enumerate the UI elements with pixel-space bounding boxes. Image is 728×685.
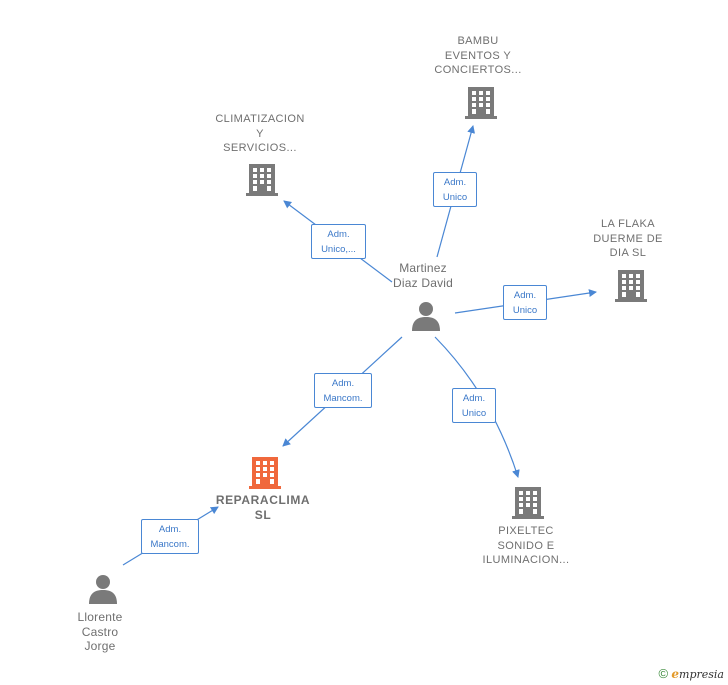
reparaclima-label[interactable]: REPARACLIMA SL bbox=[215, 493, 311, 522]
bambu-label[interactable]: BAMBU EVENTOS Y CONCIERTOS... bbox=[434, 35, 522, 76]
climatizacion-label[interactable]: CLIMATIZACION Y SERVICIOS... bbox=[215, 113, 305, 154]
climatizacion-building-icon[interactable] bbox=[246, 162, 278, 196]
pixeltec-building-icon[interactable] bbox=[512, 485, 544, 519]
edge-label-bambu: Adm. Unico bbox=[433, 172, 477, 207]
edge-label-pixeltec: Adm. Unico bbox=[452, 388, 496, 423]
brand-initial: e bbox=[671, 667, 680, 681]
empresia-watermark: © empresia bbox=[658, 666, 724, 681]
llorente-person-icon[interactable] bbox=[88, 574, 118, 604]
llorente-label[interactable]: Llorente Castro Jorge bbox=[77, 610, 123, 653]
reparaclima-building-icon[interactable] bbox=[249, 455, 281, 489]
martinez-label[interactable]: Martinez Diaz David bbox=[392, 261, 454, 290]
bambu-building-icon[interactable] bbox=[465, 85, 497, 119]
la-flaka-building-icon[interactable] bbox=[615, 268, 647, 302]
la-flaka-label[interactable]: LA FLAKA DUERME DE DIA SL bbox=[593, 218, 663, 259]
edge-label-reparaclima: Adm. Mancom. bbox=[314, 373, 372, 408]
copyright-symbol: © bbox=[658, 666, 669, 681]
brand-name: mpresia bbox=[679, 668, 724, 681]
martinez-person-icon[interactable] bbox=[411, 301, 441, 331]
pixeltec-label[interactable]: PIXELTEC SONIDO E ILUMINACION... bbox=[482, 525, 570, 566]
edge-label-llorente: Adm. Mancom. bbox=[141, 519, 199, 554]
edge-label-climatizacion: Adm. Unico,... bbox=[311, 224, 366, 259]
edge-label-la-flaka: Adm. Unico bbox=[503, 285, 547, 320]
